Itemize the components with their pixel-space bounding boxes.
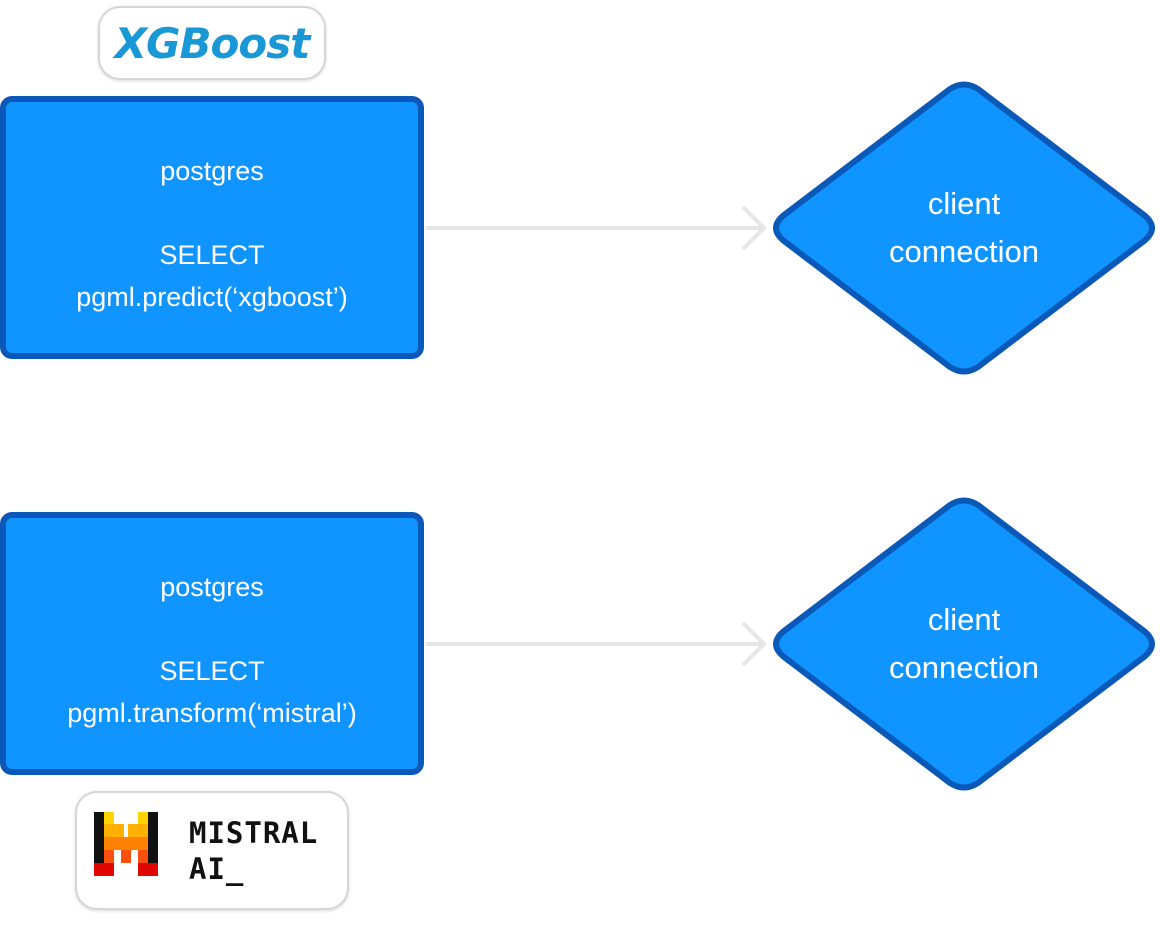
box-title: postgres bbox=[160, 572, 264, 602]
postgres-box-transform: postgres SELECT pgml.transform(‘mistral’… bbox=[0, 512, 424, 775]
mistral-ai-logo-icon bbox=[94, 812, 158, 876]
client-diamond-bottom bbox=[773, 497, 1155, 791]
query-keyword: SELECT bbox=[159, 240, 265, 270]
postgres-box-predict: postgres SELECT pgml.predict(‘xgboost’) bbox=[0, 96, 424, 359]
client-label-line1: client bbox=[927, 602, 1001, 637]
client-connection-label: client connection bbox=[854, 596, 1074, 692]
query-function: pgml.predict(‘xgboost’) bbox=[76, 282, 348, 312]
xgboost-logo-text: XGBoost bbox=[114, 18, 311, 68]
xgboost-logo: XGBoost bbox=[98, 6, 326, 80]
box-title: postgres bbox=[160, 156, 264, 186]
client-label-line2: connection bbox=[889, 650, 1039, 685]
mistral-wordmark-line1: MISTRAL bbox=[189, 816, 319, 850]
query-keyword: SELECT bbox=[159, 656, 265, 686]
arrow-bottom bbox=[425, 622, 766, 666]
client-diamond-top bbox=[773, 81, 1155, 375]
client-label-line2: connection bbox=[889, 234, 1039, 269]
query-function: pgml.transform(‘mistral’) bbox=[67, 698, 357, 728]
mistral-wordmark-line2: AI_ bbox=[189, 852, 245, 886]
arrow-right-icon bbox=[742, 622, 766, 666]
client-label-line1: client bbox=[927, 186, 1001, 221]
mistral-ai-logo: MISTRAL AI_ bbox=[75, 791, 349, 910]
arrow-top bbox=[425, 206, 766, 250]
mistral-ai-wordmark: MISTRAL AI_ bbox=[189, 815, 318, 887]
client-connection-label: client connection bbox=[854, 180, 1074, 276]
arrow-right-icon bbox=[742, 206, 766, 250]
